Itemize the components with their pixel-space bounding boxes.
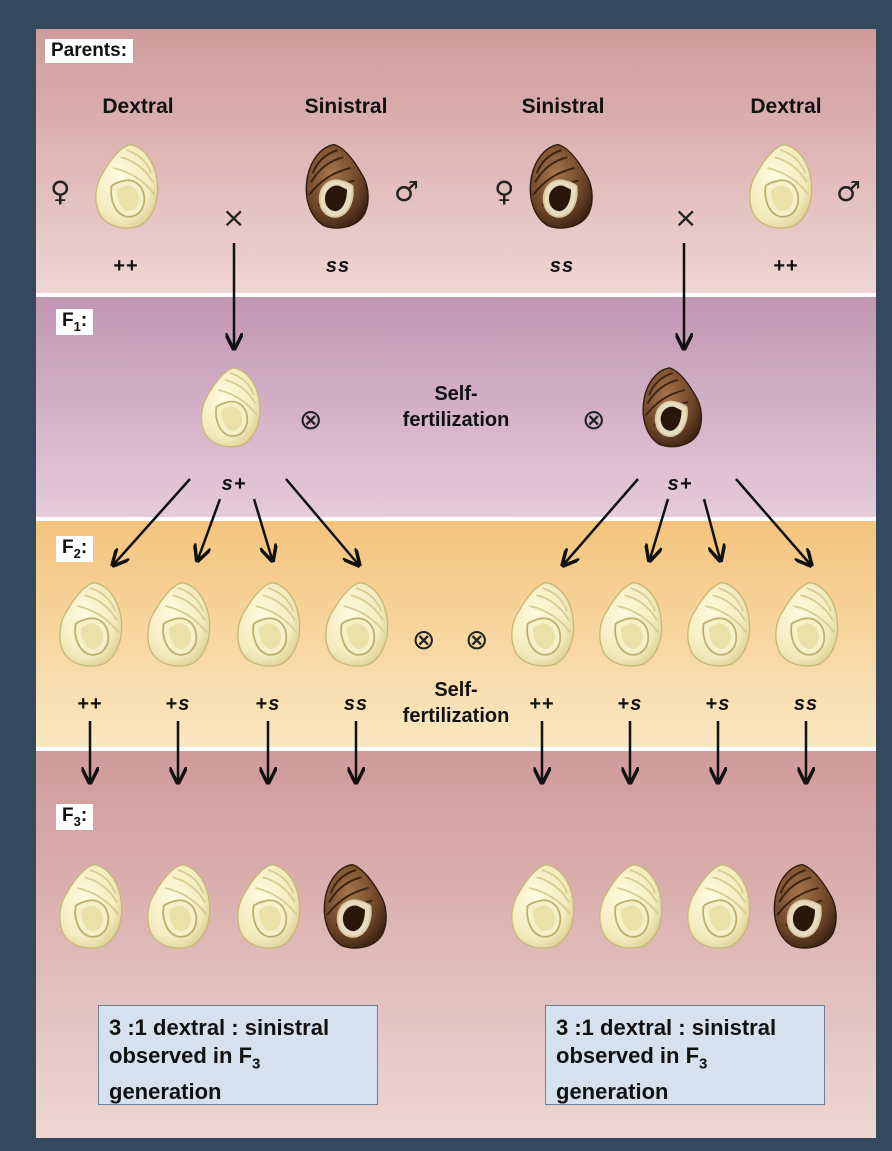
f2-label: F2: [56,536,93,562]
genotype-left-female: ++ [106,255,146,278]
f2-genotype: ++ [68,693,112,716]
cross-icon: × [674,201,697,234]
sinistral-shell-icon [770,861,842,951]
phenotype-right-female: Sinistral [501,95,625,119]
dextral-shell-icon [232,861,304,951]
phenotype-left-male: Sinistral [284,95,408,119]
phenotype-left-female: Dextral [76,95,200,119]
f3-label: F3: [56,804,93,830]
f2-genotype: ss [334,693,378,716]
sinistral-shell-icon [320,861,392,951]
f2-genotype: +s [156,693,200,716]
dextral-shell-icon [682,861,754,951]
dextral-shell-icon [54,861,126,951]
genotype-right-female: ss [540,255,584,278]
f2-genotype: +s [696,693,740,716]
dextral-shell-icon [682,579,754,669]
result-box-left: 3 :1 dextral : sinistral observed in F3 … [98,1005,378,1105]
genotype-right-male: ++ [766,255,806,278]
dextral-shell-icon [320,579,392,669]
phenotype-right-male: Dextral [724,95,848,119]
female-symbol-icon: ♀ [50,175,71,208]
result-box-right: 3 :1 dextral : sinistral observed in F3 … [545,1005,825,1105]
dextral-shell-icon [506,579,578,669]
dextral-shell-icon [54,579,126,669]
parents-label: Parents: [45,39,133,63]
male-symbol-icon: ♂ [836,175,861,208]
f1-label: F1: [56,309,93,335]
sinistral-shell-icon [302,141,374,231]
dextral-shell-icon [506,861,578,951]
sinistral-shell-icon [639,364,707,450]
f2-genotype: ss [784,693,828,716]
self-fertilization-icon: ⊗ [412,623,435,656]
cross-icon: × [222,201,245,234]
dextral-shell-icon [232,579,304,669]
dextral-shell-icon [196,364,264,450]
f2-self-fertilization-label: Self- fertilization [396,677,516,729]
f1-left-genotype: s+ [212,473,256,496]
f1-right-genotype: s+ [658,473,702,496]
self-fertilization-icon: ⊗ [299,403,322,436]
f1-self-fertilization-label: Self- fertilization [381,381,531,433]
f2-genotype: +s [246,693,290,716]
self-fertilization-icon: ⊗ [465,623,488,656]
f2-genotype: ++ [520,693,564,716]
male-symbol-icon: ♂ [394,175,419,208]
diagram-canvas: Parents: F1: F2: F3: Dextral Sinistral S… [36,29,876,1138]
sinistral-shell-icon [526,141,598,231]
dextral-shell-icon [90,141,162,231]
dextral-shell-icon [594,861,666,951]
dextral-shell-icon [594,579,666,669]
self-fertilization-icon: ⊗ [582,403,605,436]
f2-genotype: +s [608,693,652,716]
dextral-shell-icon [142,861,214,951]
dextral-shell-icon [142,579,214,669]
dextral-shell-icon [770,579,842,669]
female-symbol-icon: ♀ [494,175,515,208]
dextral-shell-icon [744,141,816,231]
genotype-left-male: ss [316,255,360,278]
